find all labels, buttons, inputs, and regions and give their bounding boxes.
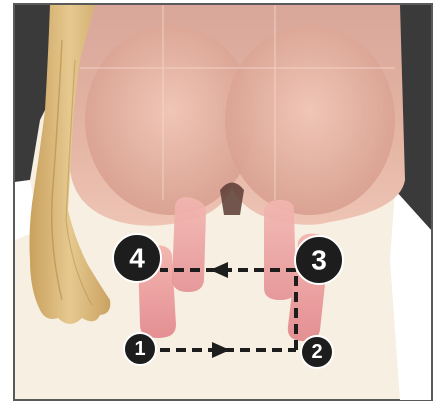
marker-4-label: 4 [129,243,145,274]
teat-rear-left [172,197,206,292]
marker-3-label: 3 [311,245,327,276]
teat-rear-right [264,200,296,300]
marker-1: 1 [124,333,156,365]
udder-cleft [220,183,244,216]
udder-lobe-right [225,25,395,215]
marker-1-label: 1 [134,338,145,360]
marker-2: 2 [301,336,333,368]
marker-2-label: 2 [311,341,322,363]
marker-3: 3 [295,236,343,284]
marker-4: 4 [113,234,161,282]
